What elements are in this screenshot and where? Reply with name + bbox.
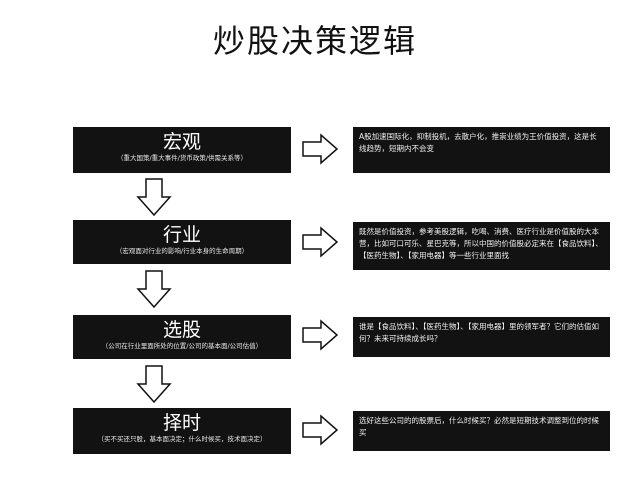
stage-subtitle: （重大国策/重大事件/货币政策/供需关系等） bbox=[116, 154, 248, 162]
description-stock-selection: 谁是【食品饮料】、【医药生物】、【家用电器】里的领军者？它们的估值如何？未来可持… bbox=[353, 317, 610, 357]
down-arrow-icon bbox=[136, 270, 172, 309]
stage-title: 宏观 bbox=[162, 131, 201, 153]
description-macro: A股加速国际化，抑制投机，去散户化，推崇业绩为王价值投资，这是长线趋势，短期内不… bbox=[353, 127, 610, 173]
description-text: 选好这些公司的的股票后，什么时候买？必然是短期技术调整到位的时候买 bbox=[359, 416, 599, 437]
description-text: 既然是价值投资，参考美股逻辑，吃喝、消费、医疗行业是价值股的大本营，比如可口可乐… bbox=[359, 227, 603, 260]
down-arrow-icon bbox=[136, 178, 172, 217]
stage-title: 选股 bbox=[162, 319, 201, 341]
description-timing: 选好这些公司的的股票后，什么时候买？必然是短期技术调整到位的时候买 bbox=[353, 411, 610, 451]
right-arrow-icon bbox=[302, 226, 339, 258]
down-arrow-icon bbox=[136, 365, 172, 404]
stage-industry: 行业 （宏观面对行业的影响/行业本身的生命周期） bbox=[73, 220, 291, 264]
stage-subtitle: （宏观面对行业的影响/行业本身的生命周期） bbox=[115, 247, 249, 255]
right-arrow-icon bbox=[302, 319, 339, 351]
description-text: 谁是【食品饮料】、【医药生物】、【家用电器】里的领军者？它们的估值如何？未来可持… bbox=[359, 322, 599, 343]
stage-subtitle: （公司在行业里面所处的位置/公司的基本面/公司估值） bbox=[101, 342, 263, 350]
stage-timing: 择时 （买不买还只股，基本面决定；什么时候买，技术面决定） bbox=[73, 408, 291, 454]
right-arrow-icon bbox=[302, 414, 339, 446]
stage-title: 行业 bbox=[162, 224, 201, 246]
stage-subtitle: （买不买还只股，基本面决定；什么时候买，技术面决定） bbox=[97, 435, 267, 443]
description-industry: 既然是价值投资，参考美股逻辑，吃喝、消费、医疗行业是价值股的大本营，比如可口可乐… bbox=[353, 222, 610, 270]
stage-stock-selection: 选股 （公司在行业里面所处的位置/公司的基本面/公司估值） bbox=[73, 315, 291, 359]
stage-macro: 宏观 （重大国策/重大事件/货币政策/供需关系等） bbox=[73, 127, 291, 173]
right-arrow-icon bbox=[302, 133, 339, 165]
stage-title: 择时 bbox=[162, 412, 201, 434]
description-text: A股加速国际化，抑制投机，去散户化，推崇业绩为王价值投资，这是长线趋势，短期内不… bbox=[359, 132, 597, 153]
page-title: 炒股决策逻辑 bbox=[212, 22, 417, 60]
